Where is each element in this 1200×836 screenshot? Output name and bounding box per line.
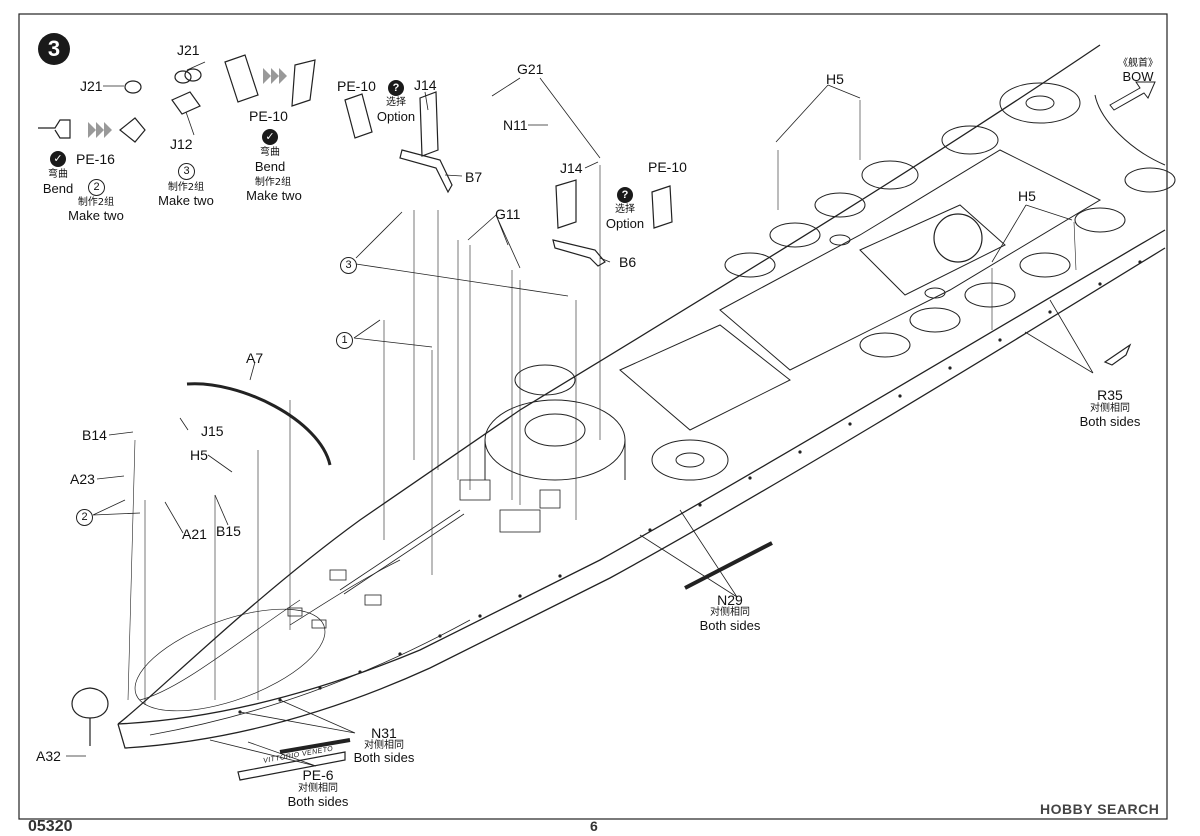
part-label-pe10: PE-10 (249, 108, 288, 124)
part-label-b7: B7 (465, 169, 483, 185)
n29-both-sides-cn: 对侧相同 (710, 607, 750, 618)
part-label-b6: B6 (619, 254, 637, 270)
n31-both-sides-cn: 对侧相同 (364, 740, 404, 751)
part-label-j15: J15 (201, 423, 224, 439)
part-label-n29: N29 (717, 592, 743, 608)
part-label-pe6: PE-6 (302, 767, 334, 783)
r35-both-sides-en: Both sides (1079, 414, 1141, 429)
subassembly-ref-1: 1 (336, 330, 353, 349)
part-label-a7: A7 (246, 350, 264, 366)
make-two-cn: 制作2组 (77, 197, 115, 208)
bend-label-cn: 弯曲 (48, 169, 68, 180)
quantity-badge: 2 (88, 177, 105, 196)
quantity-badge-2: 3 (178, 161, 195, 180)
part-label-pe16: PE-16 (76, 151, 115, 167)
bow-label-cn: 《舰首》 (1118, 58, 1158, 69)
subassembly-ref-3: 3 (340, 255, 357, 274)
footer-code: 05320 (28, 818, 73, 835)
bow-label-en: BOW (1122, 69, 1154, 84)
subassembly-ref-2: 2 (76, 507, 93, 526)
part-label-b14: B14 (82, 427, 107, 443)
pe6-both-sides-en: Both sides (287, 794, 349, 809)
n29-both-sides-en: Both sides (699, 618, 761, 633)
part-label-j14-b: J14 (560, 160, 583, 176)
make-two-en-3: Make two (246, 188, 302, 203)
part-label-n11: N11 (503, 117, 528, 133)
part-label-j12: J12 (170, 136, 193, 152)
option-label-cn: 选择 (386, 97, 406, 108)
part-label-a23: A23 (70, 471, 95, 487)
pe6-both-sides-cn: 对侧相同 (298, 783, 338, 794)
part-label-b15: B15 (216, 523, 241, 539)
part-label-a21: A21 (182, 526, 207, 542)
part-label-n31: N31 (371, 725, 397, 741)
part-label-pe10-option: PE-10 (337, 78, 376, 94)
part-label-h5: H5 (826, 71, 844, 87)
bend-label-en: Bend (42, 181, 74, 196)
r35-both-sides-cn: 对侧相同 (1090, 403, 1130, 414)
part-label-g11: G11 (495, 206, 521, 222)
option-label-en-2: Option (605, 216, 645, 231)
n31-both-sides-en: Both sides (353, 750, 415, 765)
bend-label-cn-2: 弯曲 (260, 147, 280, 158)
option-label-en: Option (376, 109, 416, 124)
make-two-en: Make two (68, 208, 124, 223)
part-label-pe10-option-2: PE-10 (648, 159, 687, 175)
watermark: HOBBY SEARCH (1040, 801, 1160, 817)
option-label-cn-2: 选择 (615, 204, 635, 215)
bend-label-en-2: Bend (254, 159, 286, 174)
bend-icon: ✓ (50, 149, 66, 167)
part-label-a32: A32 (36, 748, 61, 764)
make-two-en-2: Make two (158, 193, 214, 208)
step-number-badge: 3 (38, 33, 70, 65)
option-icon-2: ? (617, 185, 633, 203)
bend-icon-2: ✓ (262, 127, 278, 145)
part-label-j14: J14 (414, 77, 437, 93)
footer-page-number: 6 (590, 818, 598, 834)
part-label-j21-b: J21 (177, 42, 200, 58)
make-two-cn-3: 制作2组 (254, 177, 292, 188)
part-label-g21: G21 (517, 61, 544, 77)
option-icon: ? (388, 78, 404, 96)
make-two-cn-2: 制作2组 (167, 182, 205, 193)
part-label-j21: J21 (80, 78, 103, 94)
part-label-h5-c: H5 (190, 447, 208, 463)
part-label-r35: R35 (1097, 387, 1123, 403)
part-label-h5-b: H5 (1018, 188, 1036, 204)
